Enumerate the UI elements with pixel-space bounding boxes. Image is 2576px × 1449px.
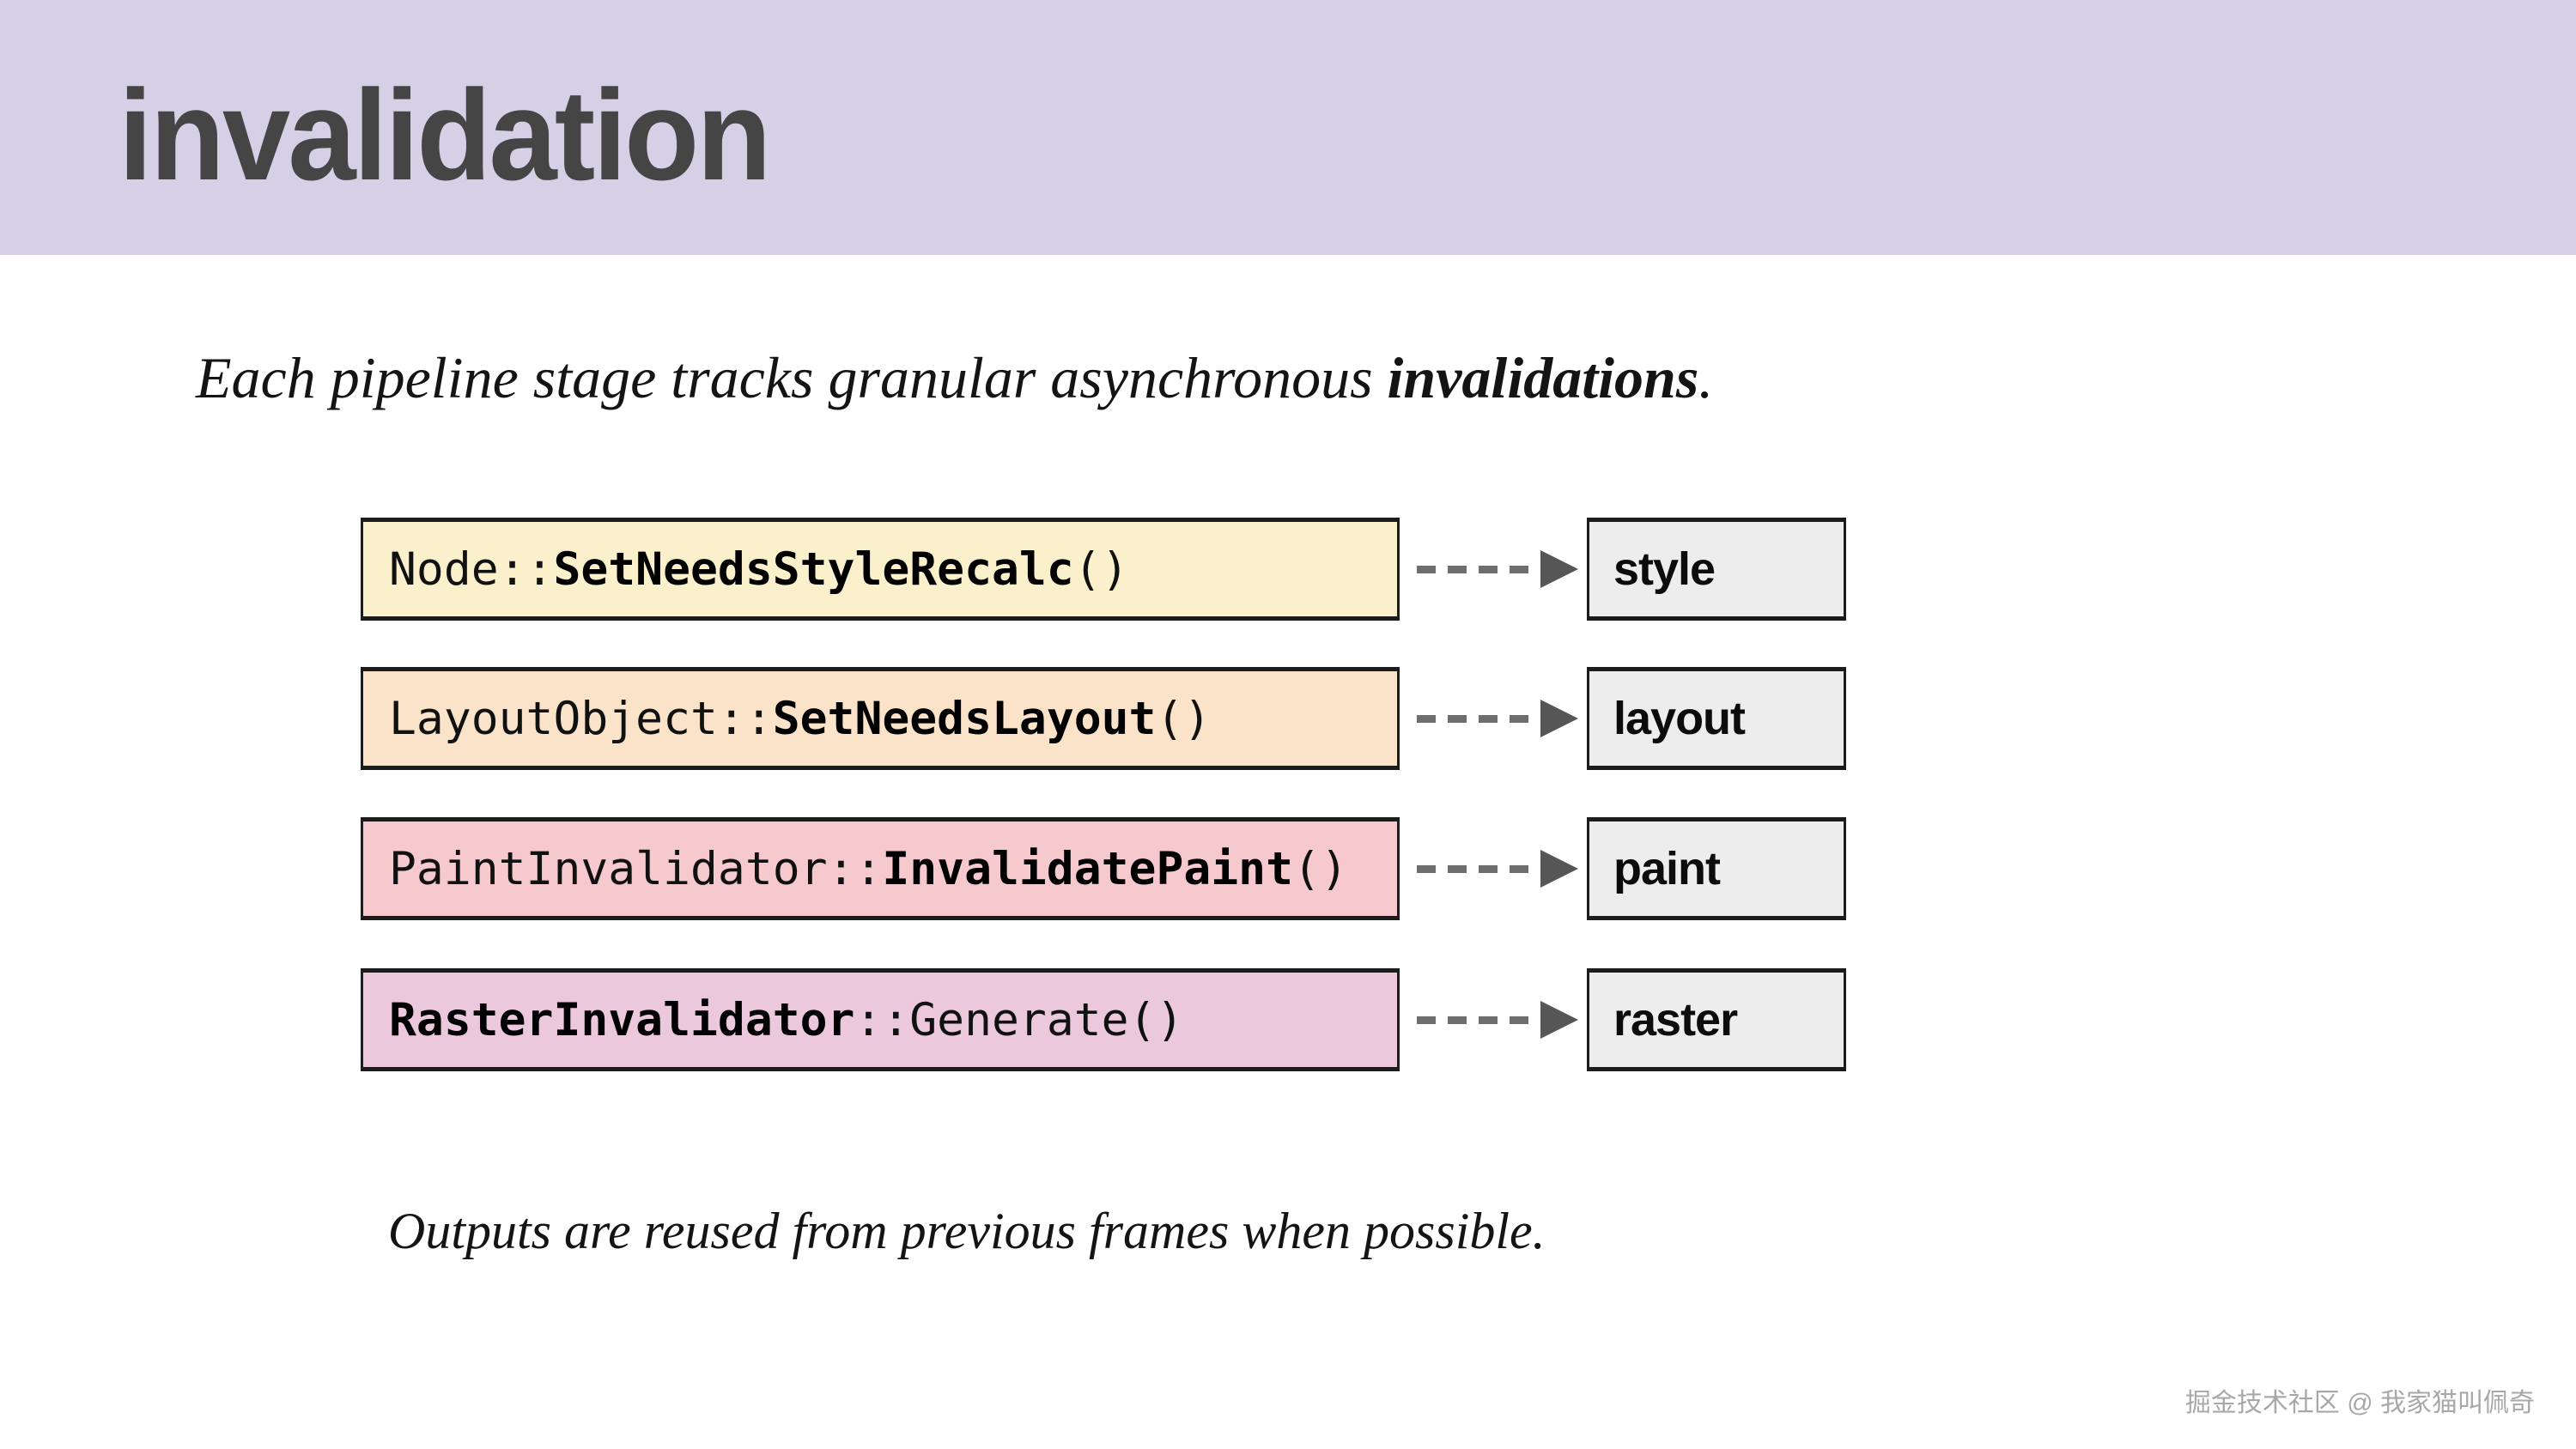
- subtitle-text: Each pipeline stage tracks granular asyn…: [196, 345, 1388, 410]
- subtitle-emphasis: invalidations: [1387, 345, 1699, 410]
- subtitle-period: .: [1698, 345, 1714, 410]
- invalidation-call-box: PaintInvalidator::InvalidatePaint(): [361, 817, 1400, 920]
- pipeline-row-layout: LayoutObject::SetNeedsLayout() layout: [0, 667, 2576, 770]
- invalidation-call-box: LayoutObject::SetNeedsLayout(): [361, 667, 1400, 770]
- dashed-arrow: [1417, 715, 1542, 723]
- code-bold: InvalidatePaint: [882, 842, 1293, 895]
- code-regular: ::Generate(): [854, 993, 1184, 1046]
- pipeline-row-raster: RasterInvalidator::Generate() raster: [0, 968, 2576, 1071]
- subtitle: Each pipeline stage tracks granular asyn…: [196, 343, 1713, 412]
- pipeline-row-style: Node::SetNeedsStyleRecalc() style: [0, 518, 2576, 621]
- page-title: invalidation: [118, 63, 771, 207]
- code-regular: (): [1156, 692, 1212, 745]
- stage-label: style: [1613, 543, 1716, 595]
- stage-label: paint: [1613, 843, 1721, 894]
- stage-box: layout: [1587, 667, 1846, 770]
- stage-box: raster: [1587, 968, 1846, 1071]
- stage-label: layout: [1613, 693, 1746, 744]
- stage-box: style: [1587, 518, 1846, 621]
- pipeline-row-paint: PaintInvalidator::InvalidatePaint() pain…: [0, 817, 2576, 920]
- stage-label: raster: [1613, 994, 1738, 1046]
- code-bold: SetNeedsLayout: [772, 692, 1157, 745]
- dashed-arrow: [1417, 865, 1542, 873]
- dashed-arrow: [1417, 1016, 1542, 1024]
- code-regular: (): [1293, 842, 1348, 895]
- code-regular: (): [1073, 543, 1129, 596]
- caption: Outputs are reused from previous frames …: [388, 1203, 1546, 1259]
- code-regular: PaintInvalidator::: [389, 842, 883, 895]
- stage-box: paint: [1587, 817, 1846, 920]
- arrowhead-icon: [1540, 1001, 1578, 1039]
- watermark: 掘金技术社区 @ 我家猫叫佩奇: [2184, 1389, 2535, 1417]
- arrowhead-icon: [1540, 550, 1578, 588]
- arrowhead-icon: [1540, 700, 1578, 737]
- code-regular: LayoutObject::: [389, 692, 773, 745]
- invalidation-call-box: RasterInvalidator::Generate(): [361, 968, 1400, 1071]
- arrowhead-icon: [1540, 850, 1578, 888]
- dashed-arrow: [1417, 566, 1542, 573]
- code-bold: SetNeedsStyleRecalc: [553, 543, 1074, 596]
- code-regular: Node::: [389, 543, 554, 596]
- code-bold: RasterInvalidator: [389, 993, 855, 1046]
- header-band: invalidation: [0, 0, 2576, 255]
- invalidation-call-box: Node::SetNeedsStyleRecalc(): [361, 518, 1400, 621]
